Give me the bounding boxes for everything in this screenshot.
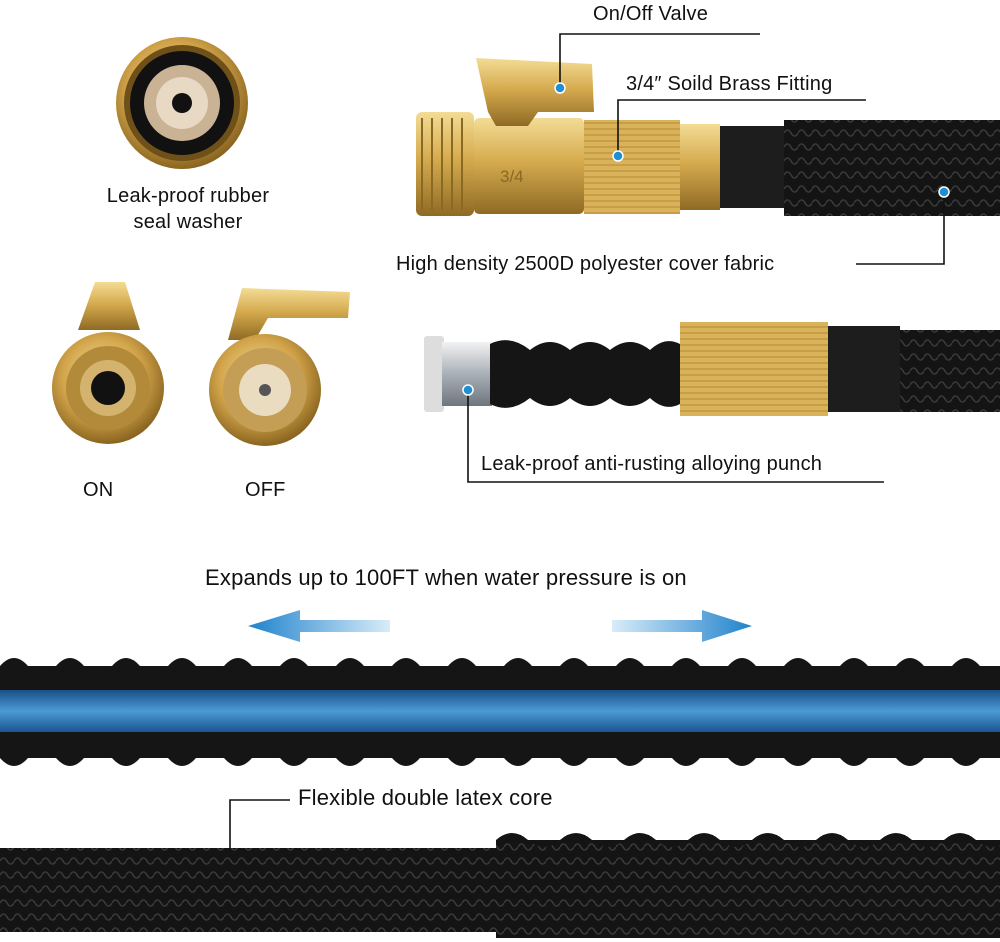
- valve-fitting-assembly: 3/4: [416, 58, 1000, 216]
- expands-headline: Expands up to 100FT when water pressure …: [205, 565, 687, 590]
- arrow-left-icon: [248, 610, 390, 642]
- cover-fabric-label: High density 2500D polyester cover fabri…: [396, 253, 775, 275]
- valve-on-label: ON: [83, 479, 114, 501]
- fitting-engraving: 3/4: [500, 167, 524, 186]
- arrow-right-icon: [612, 610, 752, 642]
- washer-label-line2: seal washer: [133, 211, 243, 233]
- punch-label: Leak-proof anti-rusting alloying punch: [481, 453, 823, 475]
- callout-lines: [229, 33, 945, 852]
- contracted-hose: [0, 833, 1000, 938]
- latex-core-label: Flexible double latex core: [298, 785, 553, 810]
- valve-off-label: OFF: [245, 479, 286, 501]
- rubber-washer: [116, 37, 248, 169]
- punch-fitting-assembly: [424, 322, 1000, 416]
- expanded-hose: [0, 658, 1000, 766]
- valve-off-front: [209, 288, 350, 446]
- callout-dots: [462, 82, 950, 396]
- on-off-valve-label: On/Off Valve: [593, 3, 709, 25]
- washer-label-line1: Leak-proof rubber: [106, 185, 270, 207]
- valve-on-front: [52, 282, 164, 444]
- brass-fitting-label: 3/4″ Soild Brass Fitting: [626, 73, 833, 95]
